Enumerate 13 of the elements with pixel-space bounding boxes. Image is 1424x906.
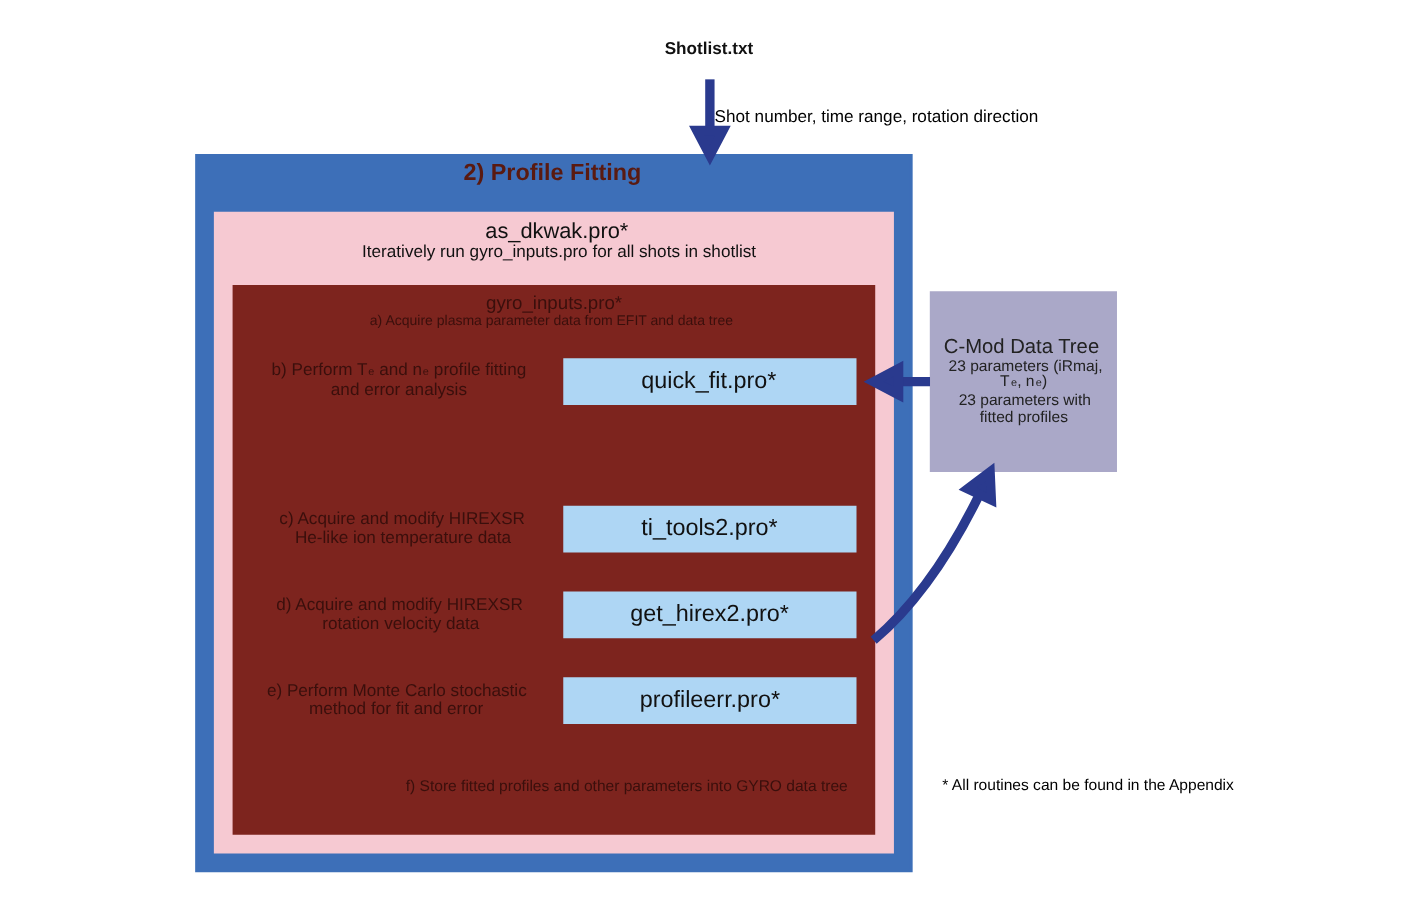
edge-label: Shot number, time range, rotation direction [713, 106, 1038, 127]
node-text: Shotlist.txt [663, 37, 753, 58]
node-box: ti_tools2.pro* [562, 505, 856, 553]
label: * All routines can be found in the Appendix [941, 776, 1233, 795]
arrow [869, 462, 996, 644]
node-label: d) Acquire and modify HIREXSR rotation velocity data [275, 593, 522, 633]
arrow [862, 360, 929, 403]
node-box: profileerr.pro* [562, 677, 856, 724]
node-box: quick_fit.pro* [562, 358, 856, 406]
arrow [688, 79, 730, 166]
node-label: c) Acquire and modify HIREXSR He-like ion temperature data [278, 508, 524, 547]
node-label: e) Perform Monte Carlo stochastic method for fit and error [265, 679, 526, 719]
node-box: get_hirex2.pro* [562, 591, 856, 639]
